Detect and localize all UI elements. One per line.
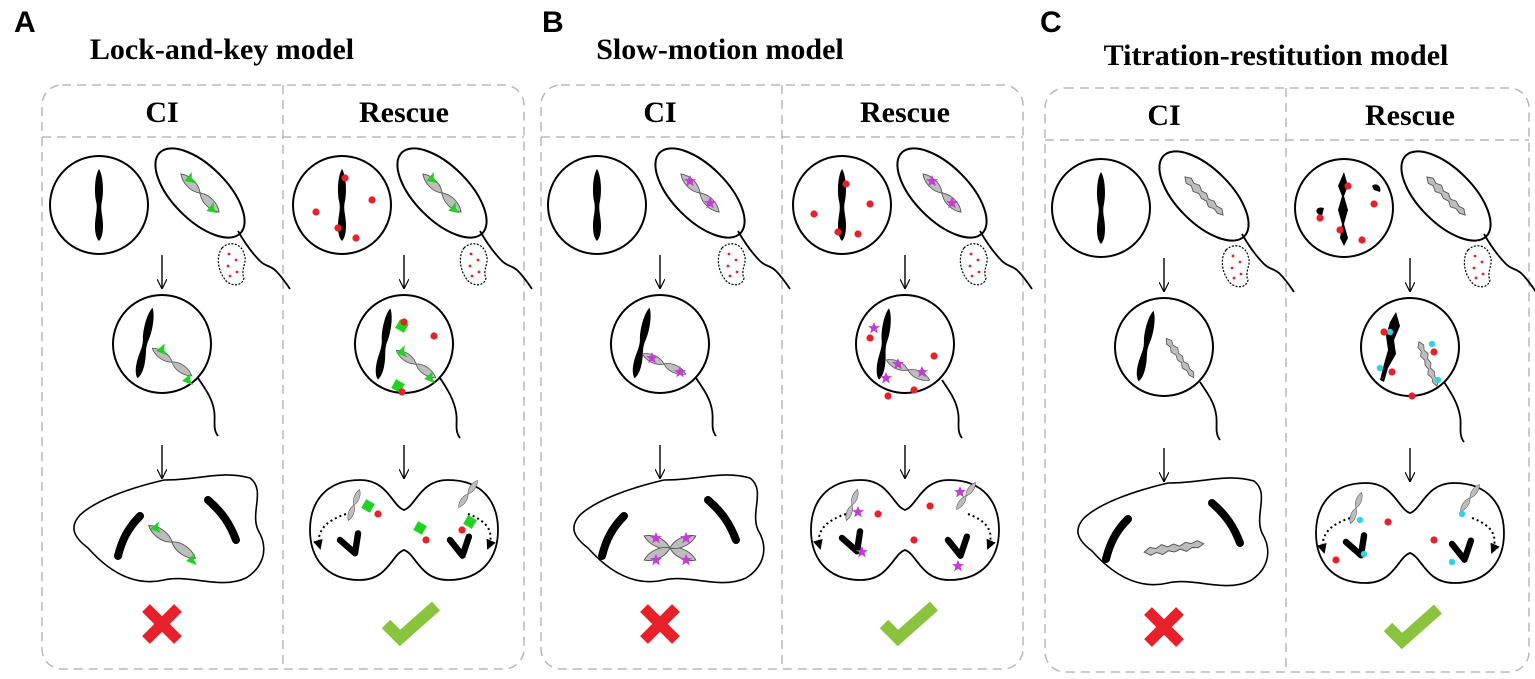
panel-letter: B bbox=[542, 6, 564, 39]
rescue-stage-1 bbox=[792, 132, 1033, 290]
sperm-cell bbox=[1385, 135, 1535, 293]
ci-stage-1 bbox=[1051, 135, 1295, 293]
panel-c: C Titration-restitution model CI Rescue bbox=[1040, 6, 1535, 673]
cross-icon bbox=[640, 604, 680, 644]
rescue-stage-2 bbox=[354, 294, 461, 439]
cross-icon bbox=[142, 604, 182, 644]
dividing-cell bbox=[1315, 482, 1505, 584]
sperm-cell bbox=[639, 132, 791, 290]
dividing-cell bbox=[810, 479, 1000, 581]
zygote-cell bbox=[1360, 297, 1460, 397]
column-header-rescue: Rescue bbox=[359, 96, 449, 129]
cross-icon bbox=[1144, 607, 1184, 647]
ci-stage-3 bbox=[1077, 477, 1269, 587]
sperm-cell bbox=[381, 132, 533, 290]
column-header-ci: CI bbox=[643, 96, 676, 129]
ci-stage-2 bbox=[112, 294, 219, 437]
panel-title: Titration-restitution model bbox=[1104, 39, 1449, 72]
panel-letter: A bbox=[14, 6, 36, 39]
rescue-stage-3 bbox=[309, 478, 499, 581]
panel-a: A Lock-and-key model CI Rescue bbox=[14, 6, 533, 670]
panel-frame bbox=[540, 84, 1024, 670]
rescue-stage-2 bbox=[1360, 297, 1465, 443]
abnormal-division-cell bbox=[1077, 477, 1269, 587]
zygote-cell bbox=[354, 294, 454, 394]
panel-frame bbox=[41, 84, 525, 670]
rescue-stage-1 bbox=[1294, 135, 1535, 293]
rescue-stage-1 bbox=[292, 132, 533, 290]
panel-letter: C bbox=[1040, 6, 1062, 39]
zygote-cell bbox=[610, 294, 710, 394]
rescue-stage-3 bbox=[810, 479, 1000, 581]
dividing-cell bbox=[309, 479, 499, 581]
check-icon bbox=[879, 601, 938, 647]
panel-title: Slow-motion model bbox=[596, 33, 844, 66]
check-icon bbox=[381, 601, 440, 647]
ci-stage-1 bbox=[49, 132, 291, 290]
panel-b: B Slow-motion model CI Rescue bbox=[540, 6, 1033, 670]
zygote-cell bbox=[1114, 297, 1214, 397]
ci-stage-3 bbox=[573, 474, 765, 584]
column-header-ci: CI bbox=[145, 96, 178, 129]
sperm-cell bbox=[139, 132, 291, 290]
sperm-cell bbox=[1143, 135, 1295, 293]
zygote-cell bbox=[855, 294, 955, 394]
rescue-stage-3 bbox=[1315, 482, 1505, 584]
column-header-rescue: Rescue bbox=[860, 96, 950, 129]
check-icon bbox=[1383, 604, 1442, 650]
zygote-cell bbox=[112, 294, 212, 394]
ci-stage-2 bbox=[1114, 297, 1221, 441]
ci-stage-3 bbox=[73, 474, 265, 584]
column-header-ci: CI bbox=[1147, 99, 1180, 132]
ci-stage-2 bbox=[610, 294, 717, 437]
ci-stage-1 bbox=[547, 132, 791, 290]
column-header-rescue: Rescue bbox=[1365, 99, 1455, 132]
abnormal-division-cell bbox=[573, 474, 765, 584]
panel-title: Lock-and-key model bbox=[90, 33, 354, 66]
rescue-stage-2 bbox=[855, 294, 963, 439]
